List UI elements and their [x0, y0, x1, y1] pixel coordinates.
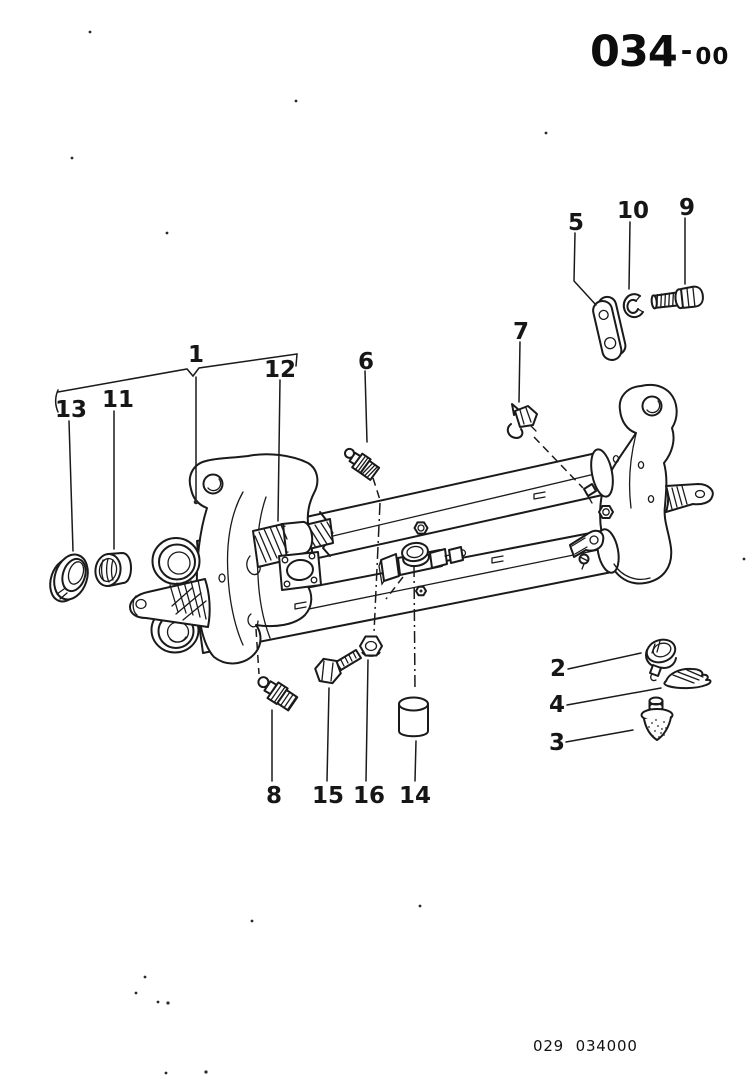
part-label-16: 16: [353, 783, 385, 809]
part-label-7: 7: [513, 319, 529, 345]
nut-part16: [359, 635, 383, 657]
part-label-6: 6: [358, 349, 374, 375]
part-label-1: 1: [188, 342, 204, 368]
part-labels: 1 2 3 4 5 6 7 8 9 10 11 12 13 14 15 16: [55, 195, 695, 809]
part-label-15: 15: [312, 783, 344, 809]
beam-fittings: [247, 491, 546, 628]
part-label-3: 3: [549, 730, 565, 756]
part-label-5: 5: [568, 210, 584, 236]
steering-arm-right: [665, 483, 714, 513]
part-label-4: 4: [549, 692, 565, 718]
tube-end-rings: [150, 537, 201, 654]
bolt-part15: [314, 649, 362, 685]
spring-clip-part4: [663, 667, 712, 690]
right-shock-tower: [590, 383, 714, 585]
bearing-part11: [94, 552, 132, 587]
left-shock-tower: [188, 453, 319, 665]
part-label-10: 10: [617, 198, 649, 224]
seal-part13: [49, 553, 89, 603]
part-label-11: 11: [102, 387, 134, 413]
page-code-main: 034: [590, 27, 678, 77]
part-label-12: 12: [264, 357, 296, 383]
center-mount: [378, 541, 467, 586]
drawing-number: 029 034000: [533, 1037, 638, 1055]
steering-stop-arm-left: [129, 578, 211, 628]
shock-mount-plate: [278, 551, 322, 591]
cap-part2: [645, 638, 677, 682]
bushing-part14: [398, 696, 429, 738]
part-label-14: 14: [399, 783, 431, 809]
lock-washer-part10: [622, 293, 644, 319]
part-label-2: 2: [550, 656, 566, 682]
leader-lines: [55, 217, 686, 782]
bump-stop-part3: [640, 696, 674, 741]
scan-specks: [70, 30, 746, 1075]
part-label-9: 9: [679, 195, 695, 221]
grease-nipple-part8: [257, 676, 299, 712]
grease-nipple-part6: [344, 447, 381, 481]
bolt-part9: [650, 285, 704, 310]
part-label-8: 8: [266, 783, 282, 809]
page-code-suffix: 00: [695, 43, 730, 70]
page-code: 034 - 00: [590, 27, 730, 77]
page-code-dash: -: [680, 33, 693, 67]
part-label-13: 13: [55, 397, 87, 423]
clip-part7: [506, 403, 538, 439]
clamp-fork: [569, 483, 605, 570]
strap-part5: [592, 295, 627, 361]
